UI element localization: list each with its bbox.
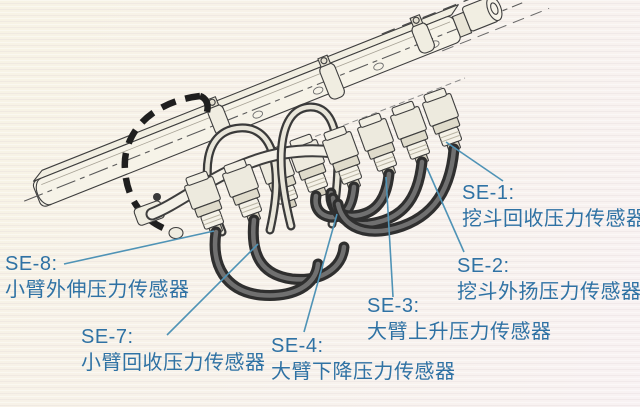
callout-se2: SE-2: 挖斗外扬压力传感器: [457, 253, 640, 305]
callout-se2-name: 挖斗外扬压力传感器: [457, 281, 640, 303]
leader-line-se3: [385, 176, 394, 298]
leader-line-se2: [426, 167, 465, 253]
callout-se2-code: SE-2:: [457, 255, 510, 277]
sensor-hoses: [209, 143, 460, 301]
dashed-hose-arc: [121, 92, 211, 240]
leader-line-se4: [303, 213, 338, 333]
callout-se7-name: 小臂回收压力传感器: [81, 352, 266, 374]
leader-line-se8: [63, 230, 215, 265]
callout-se4: SE-4: 大臂下降压力传感器: [271, 333, 456, 385]
leader-line-se7: [166, 243, 259, 336]
callout-se8-name: 小臂外伸压力传感器: [5, 279, 190, 301]
valve-rail-line: [249, 77, 466, 163]
callout-se1-name: 挖斗回收压力传感器: [462, 208, 640, 230]
callout-se3: SE-3: 大臂上升压力传感器: [367, 293, 552, 345]
callout-se7: SE-7: 小臂回收压力传感器: [81, 324, 266, 376]
callout-se1-code: SE-1:: [462, 182, 515, 204]
callout-se1: SE-1: 挖斗回收压力传感器: [462, 180, 640, 232]
callout-se4-code: SE-4:: [271, 335, 324, 357]
leader-line-se1: [445, 141, 504, 182]
callout-se7-code: SE-7:: [81, 326, 134, 348]
leader-lines: [63, 141, 504, 336]
callout-se4-name: 大臂下降压力传感器: [271, 361, 456, 383]
callout-se3-code: SE-3:: [367, 295, 420, 317]
callout-se8-code: SE-8:: [5, 253, 58, 275]
beam-centerline: [23, 2, 523, 202]
callout-se8: SE-8: 小臂外伸压力传感器: [5, 251, 190, 303]
bolt-head: [153, 193, 161, 201]
mounting-beam: [23, 0, 550, 207]
beam-end-fitting: [451, 0, 503, 38]
callout-se3-name: 大臂上升压力传感器: [367, 321, 552, 343]
